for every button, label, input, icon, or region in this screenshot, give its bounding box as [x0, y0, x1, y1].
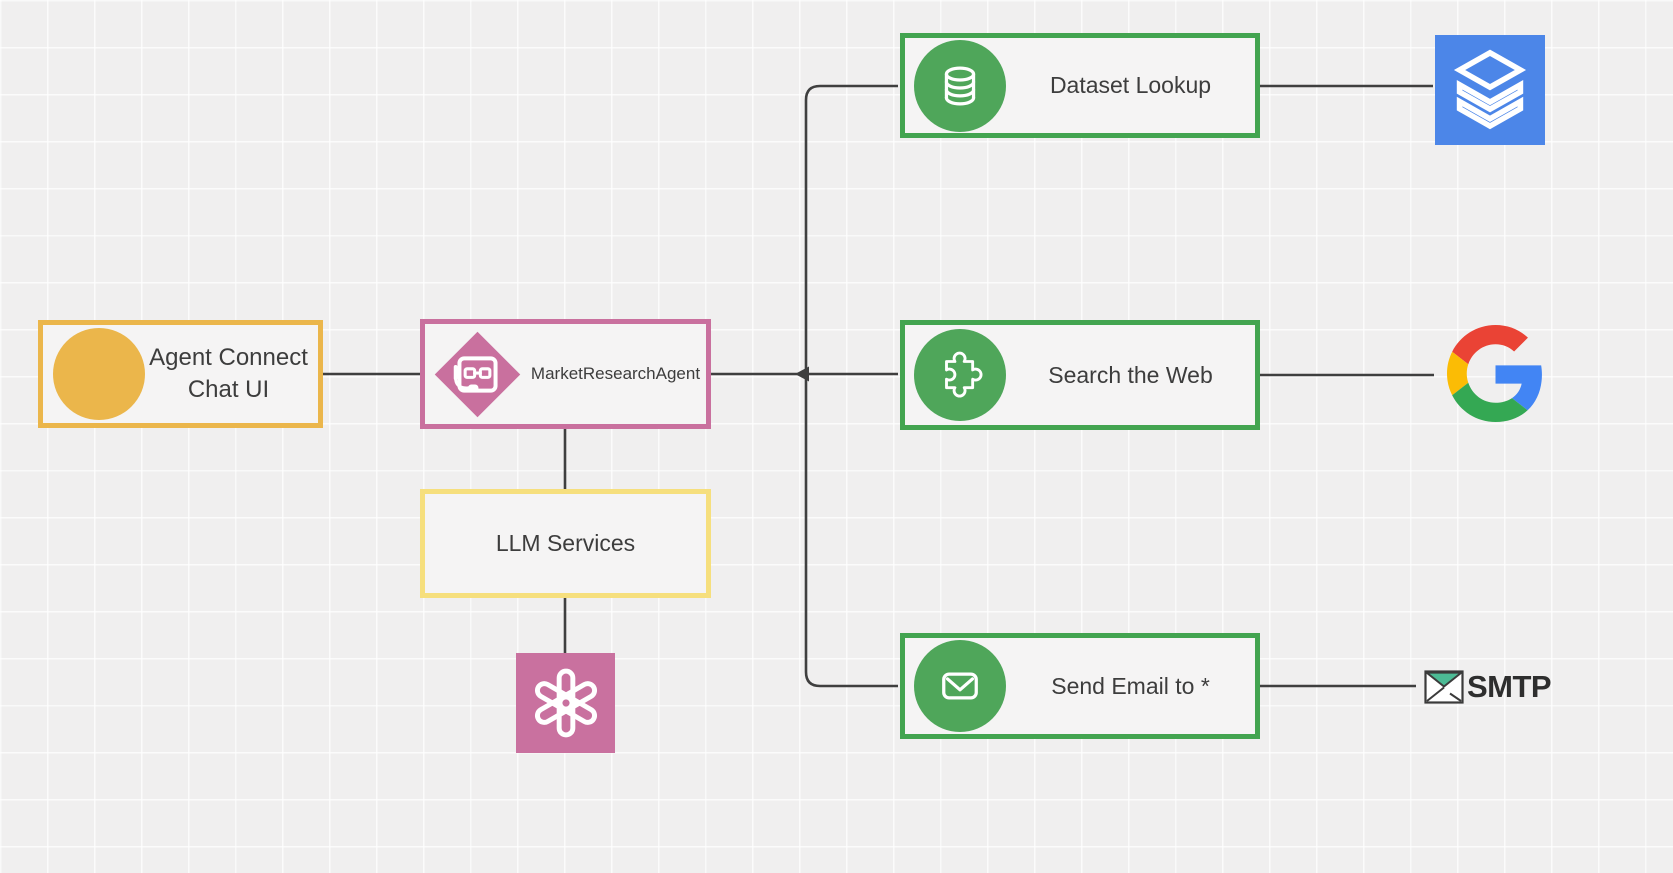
node-market-research-agent[interactable]: MarketResearchAgent	[420, 319, 711, 429]
database-icon	[944, 66, 976, 105]
openai-knot-icon	[534, 668, 597, 738]
node-send-email[interactable]: Send Email to *	[900, 633, 1260, 739]
node-label: Dataset Lookup	[1049, 72, 1212, 99]
node-label: Agent Connect Chat UI	[149, 344, 308, 403]
node-label: Send Email to *	[1051, 672, 1210, 699]
endpoint-smtp[interactable]: SMTP	[1424, 669, 1552, 705]
tool-circle	[914, 640, 1006, 732]
smtp-envelope-icon	[1424, 670, 1464, 704]
chat-ui-circle-icon	[53, 328, 145, 420]
tool-circle	[914, 39, 1006, 132]
node-llm-services[interactable]: LLM Services	[420, 489, 711, 598]
node-search-the-web[interactable]: Search the Web	[900, 320, 1260, 430]
agent-diamond-icon	[434, 331, 521, 417]
google-g-icon	[1447, 325, 1542, 422]
node-label: LLM Services	[495, 530, 636, 557]
arrowhead-left	[795, 366, 809, 382]
node-label: MarketResearchAgent	[530, 363, 701, 383]
node-dataset-lookup[interactable]: Dataset Lookup	[900, 33, 1260, 138]
edge-agent-dataset	[804, 84, 898, 374]
endpoint-data-stack-logo[interactable]	[1435, 35, 1545, 145]
envelope-icon	[942, 672, 978, 700]
node-label: Search the Web	[1048, 361, 1213, 388]
tool-circle	[914, 329, 1006, 421]
endpoint-google-logo[interactable]	[1447, 325, 1544, 422]
puzzle-piece-icon	[945, 351, 983, 398]
edge-agent-email	[804, 374, 898, 688]
endpoint-openai-logo[interactable]	[516, 653, 615, 753]
layer-stack-icon	[1453, 49, 1527, 130]
node-agent-connect-chat-ui[interactable]: Agent Connect Chat UI	[38, 320, 323, 428]
smtp-label: SMTP	[1467, 669, 1552, 704]
